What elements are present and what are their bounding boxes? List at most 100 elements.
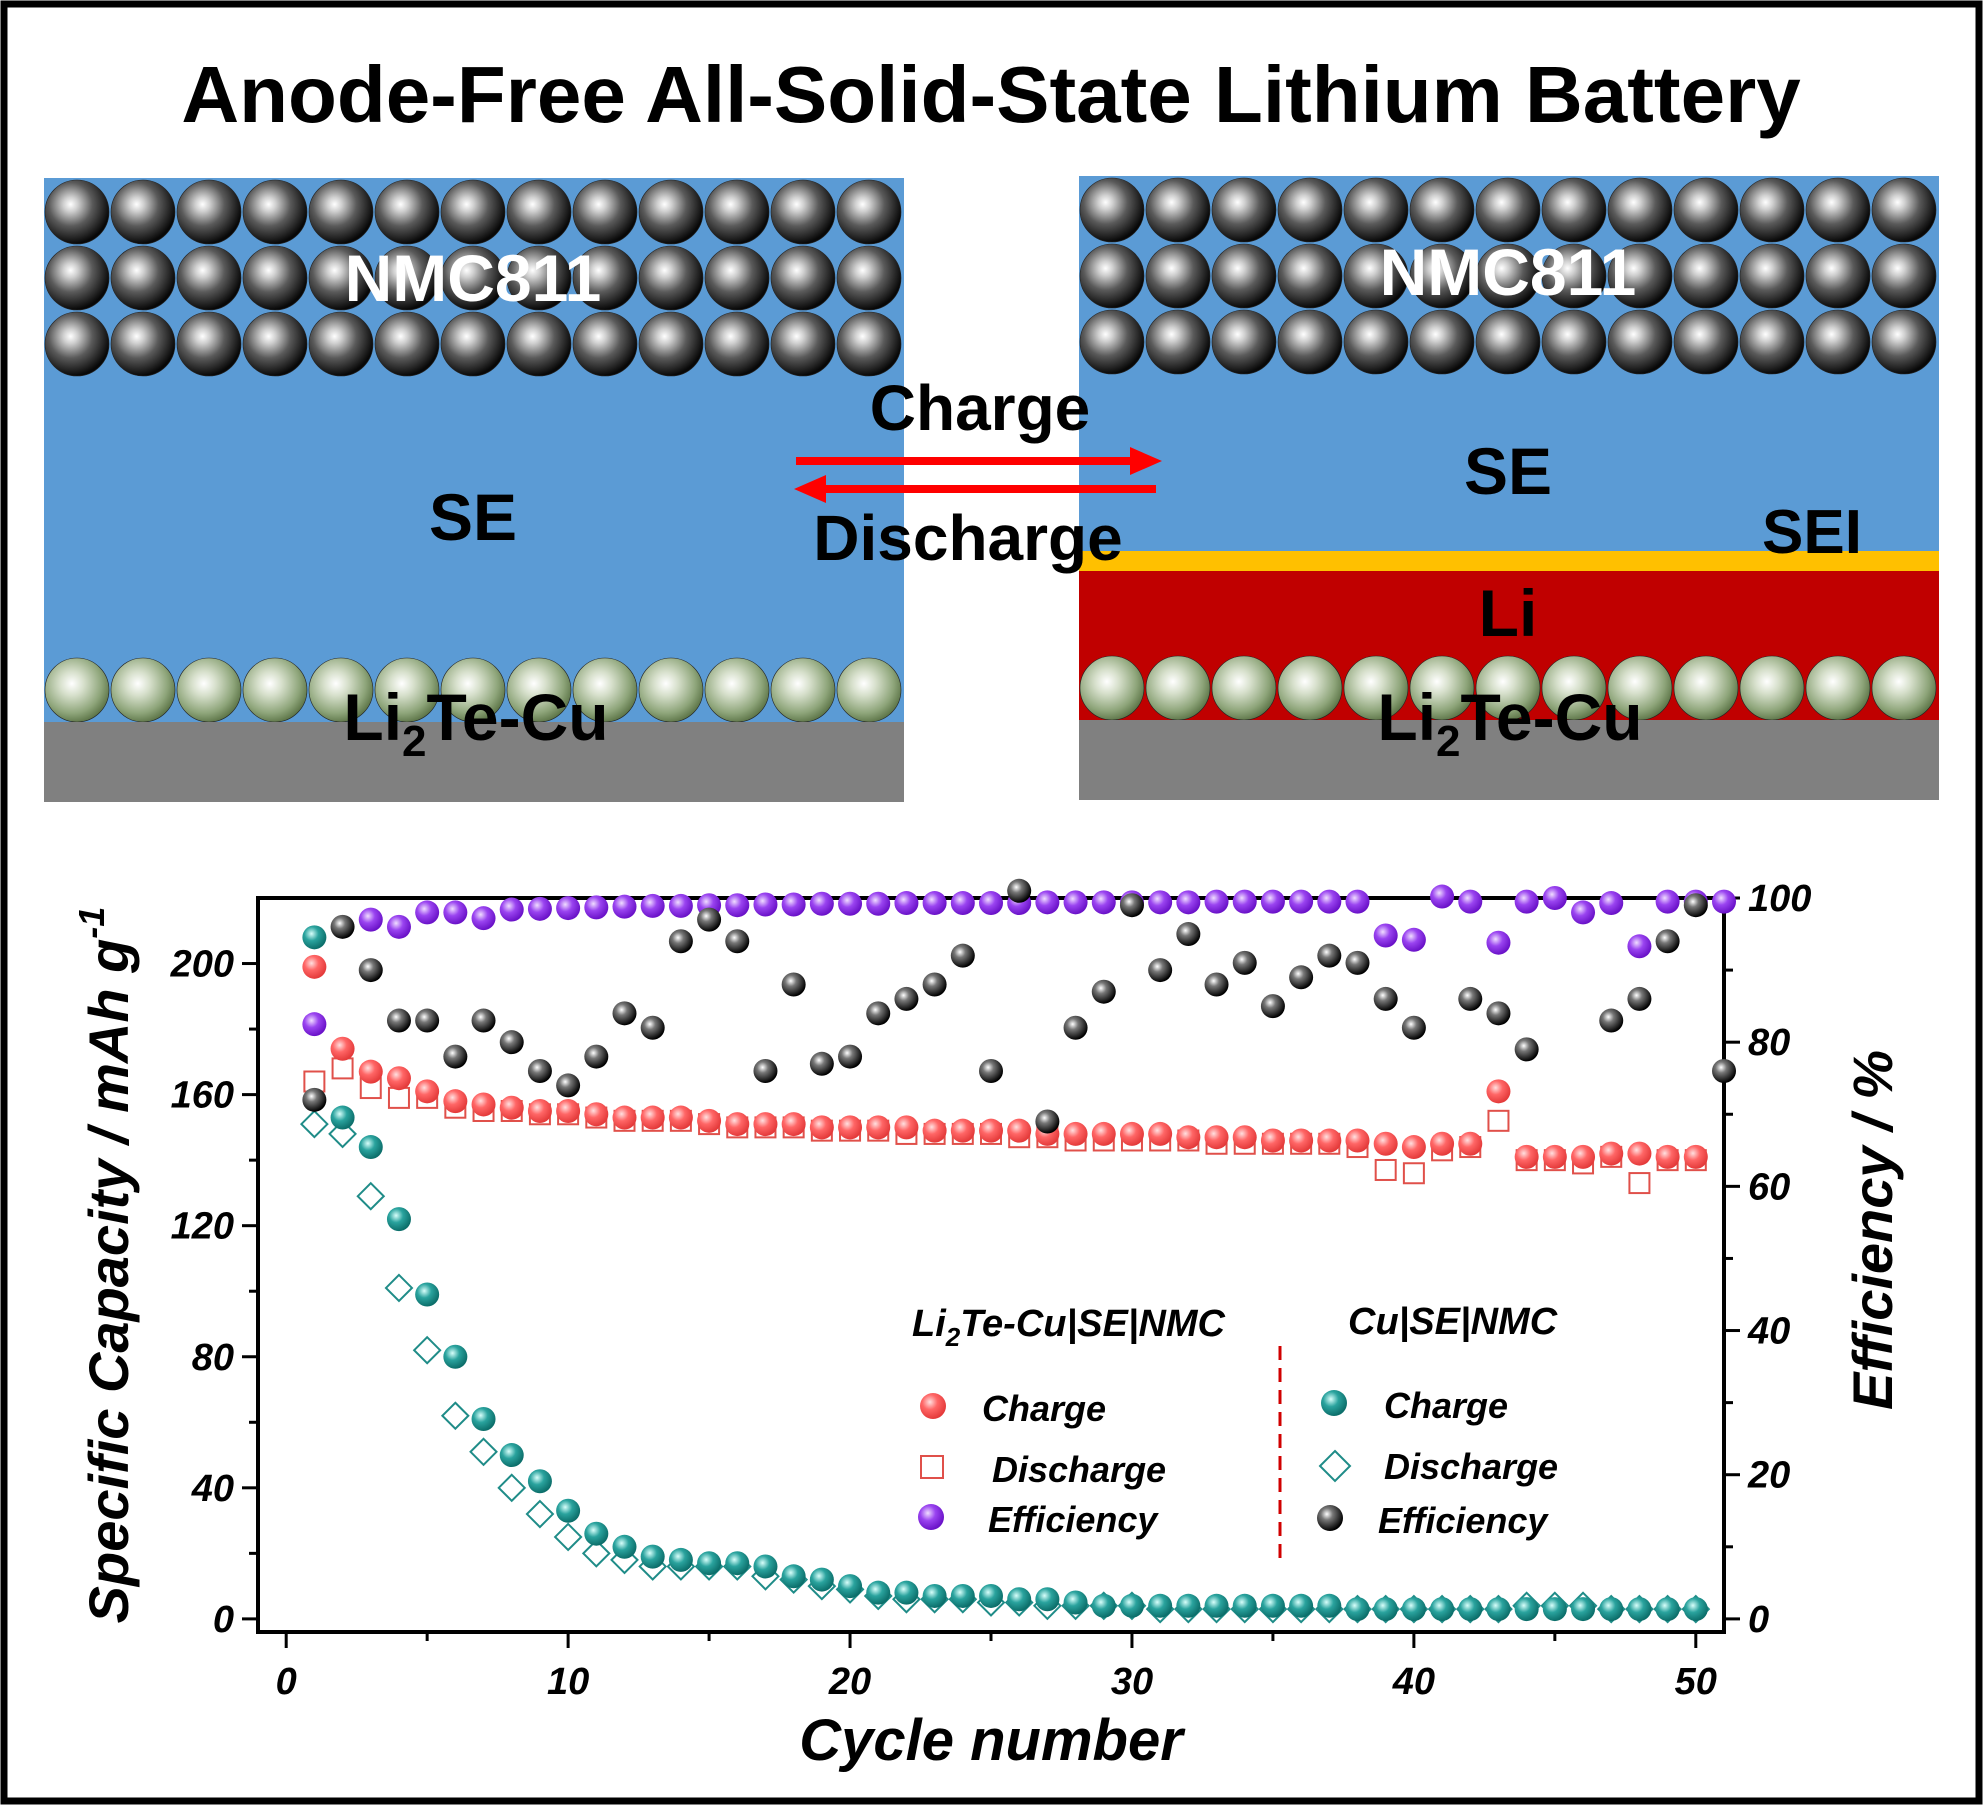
cathode-particle: [440, 245, 506, 311]
data-point-li2te-discharge: [1402, 1162, 1425, 1185]
cathode-particle: [1871, 309, 1937, 375]
cathode-particle: [572, 179, 638, 245]
data-point-li2te-charge: [471, 1092, 496, 1117]
data-point-li2te-charge: [1091, 1121, 1116, 1146]
right-cathode-spheres: [1079, 177, 1937, 375]
cathode-particle: [1145, 177, 1211, 243]
right-sei-layer: [1079, 551, 1939, 571]
cathode-particle: [1475, 177, 1541, 243]
data-point-cu-efficiency: [1373, 986, 1398, 1011]
data-point-li2te-efficiency: [1486, 930, 1511, 955]
cathode-particle: [1343, 243, 1409, 309]
data-point-li2te-charge: [640, 1105, 665, 1130]
cathode-particle: [308, 245, 374, 311]
charge-arrow-head: [1130, 447, 1162, 475]
data-point-cu-charge: [1232, 1593, 1257, 1618]
cathode-particle: [1739, 243, 1805, 309]
data-point-cu-discharge: [440, 1401, 470, 1431]
data-point-li2te-charge: [697, 1108, 722, 1133]
y-left-tick-label: 160: [171, 1075, 234, 1117]
data-point-cu-charge: [1260, 1593, 1285, 1618]
data-point-li2te-efficiency: [1289, 889, 1314, 914]
data-point-cu-efficiency: [753, 1059, 778, 1084]
data-point-li2te-discharge: [1487, 1109, 1510, 1132]
legend-cu-efficiency-label: Efficiency: [1378, 1500, 1549, 1541]
data-point-cu-charge: [1683, 1597, 1708, 1622]
x-tick-label: 20: [828, 1661, 871, 1703]
right-sei-label: SEI: [1762, 498, 1862, 567]
data-point-li2te-charge: [1204, 1125, 1229, 1150]
data-points: [299, 878, 1736, 1624]
data-point-cu-efficiency: [979, 1059, 1003, 1084]
anode-particle: [1871, 655, 1937, 721]
data-point-cu-efficiency: [1627, 986, 1652, 1011]
data-point-li2te-charge: [1683, 1144, 1708, 1169]
data-point-li2te-efficiency: [415, 900, 440, 925]
data-point-li2te-charge: [386, 1066, 411, 1091]
legend-li2te-discharge-label: Discharge: [992, 1449, 1166, 1490]
cathode-particle: [374, 311, 440, 377]
data-point-cu-charge: [1542, 1597, 1567, 1622]
data-point-li2te-charge: [894, 1115, 919, 1140]
cathode-particle: [1871, 243, 1937, 309]
data-point-li2te-efficiency: [950, 891, 975, 916]
data-point-cu-efficiency: [1345, 950, 1370, 975]
cathode-particle: [836, 245, 902, 311]
axis-ticks: [242, 896, 1740, 1648]
cathode-particle: [44, 179, 110, 245]
anode-particle: [1277, 655, 1343, 721]
data-point-cu-efficiency: [640, 1015, 665, 1040]
data-point-li2te-charge: [1176, 1125, 1201, 1150]
right-anode-label: Li2Te-Cu: [1377, 680, 1642, 766]
data-point-cu-charge: [1063, 1590, 1088, 1615]
cathode-particle: [308, 311, 374, 377]
cathode-particle: [638, 179, 704, 245]
data-point-li2te-efficiency: [1035, 890, 1060, 915]
cathode-particle: [1673, 177, 1739, 243]
data-point-cu-charge: [838, 1574, 863, 1599]
data-point-li2te-charge: [1486, 1079, 1511, 1104]
data-point-li2te-charge: [1345, 1128, 1370, 1153]
y-left-tick-label: 40: [191, 1468, 234, 1510]
cathode-particle: [1277, 309, 1343, 375]
figure-title: Anode-Free All-Solid-State Lithium Batte…: [181, 50, 1801, 139]
data-point-li2te-efficiency: [809, 891, 834, 916]
data-point-cu-efficiency: [1401, 1015, 1426, 1040]
cathode-particle: [1409, 309, 1475, 375]
cathode-particle: [44, 311, 110, 377]
data-point-li2te-efficiency: [1204, 889, 1229, 914]
data-point-li2te-charge: [584, 1102, 609, 1127]
cathode-particle: [1211, 243, 1277, 309]
data-point-li2te-charge: [1655, 1144, 1680, 1169]
y-right-tick-label: 20: [1747, 1455, 1790, 1497]
data-point-cu-efficiency: [1458, 986, 1483, 1011]
data-point-cu-charge: [1007, 1587, 1032, 1612]
data-point-cu-efficiency: [1712, 1059, 1736, 1084]
legend-cu-charge-marker: [1321, 1390, 1347, 1416]
cathode-particle: [242, 311, 308, 377]
cathode-particle: [44, 245, 110, 311]
anode-particle: [704, 657, 770, 723]
x-tick-label: 10: [547, 1661, 589, 1703]
data-point-cu-efficiency: [556, 1073, 581, 1098]
left-anode-label: Li2Te-Cu: [343, 680, 608, 766]
data-point-li2te-charge: [838, 1115, 863, 1140]
y-right-tick-label: 0: [1748, 1599, 1769, 1641]
data-point-cu-efficiency: [1683, 893, 1708, 918]
cathode-particle: [1607, 309, 1673, 375]
data-point-cu-efficiency: [1260, 994, 1285, 1019]
right-current-collector: [1079, 720, 1939, 800]
cathode-particle: [1409, 243, 1475, 309]
data-point-li2te-efficiency: [1571, 900, 1596, 925]
anode-particle: [242, 657, 308, 723]
data-point-cu-charge: [1373, 1597, 1398, 1622]
anode-particle: [176, 657, 242, 723]
data-point-li2te-efficiency: [1176, 890, 1201, 915]
cathode-particle: [1079, 309, 1145, 375]
cathode-particle: [1277, 243, 1343, 309]
legend-li2te-efficiency-marker: [918, 1504, 944, 1530]
data-point-cu-efficiency: [471, 1008, 496, 1033]
anode-particle: [1211, 655, 1277, 721]
data-point-cu-charge: [753, 1554, 778, 1579]
